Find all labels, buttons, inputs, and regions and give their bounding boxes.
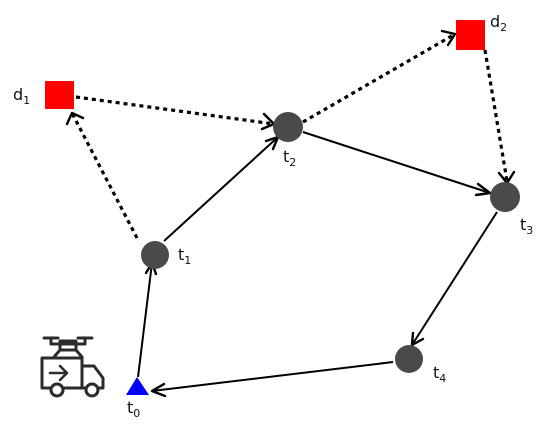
arrowhead-t4-t0: [150, 382, 167, 398]
arrowhead-t2-d2: [440, 29, 457, 47]
node-t2: [273, 112, 303, 142]
label-t1: t1: [178, 245, 191, 267]
node-d1: [45, 81, 74, 109]
label-d2: d2: [490, 12, 507, 34]
arrowhead-d1-t2: [260, 112, 276, 131]
node-d2: [456, 20, 485, 50]
drone-icon: [42, 336, 94, 359]
label-t0: t0: [127, 398, 140, 420]
node-t0: [126, 377, 149, 395]
edge-d1-t2: [75, 95, 275, 126]
edge-t3-t4: [411, 211, 498, 346]
edge-t2-t3: [302, 131, 491, 194]
node-t1: [141, 241, 169, 269]
edge-t1-t2: [163, 136, 279, 242]
label-t3: t3: [520, 215, 533, 237]
node-t4: [395, 345, 423, 373]
arrowhead-t2-t3: [474, 182, 492, 197]
node-t3: [490, 182, 520, 212]
edge-t2-d2: [302, 32, 456, 124]
edge-d2-t3: [483, 49, 509, 182]
truck-icon: [40, 356, 105, 398]
arrowhead-t3-t4: [410, 331, 425, 347]
label-t4: t4: [433, 363, 446, 385]
truck-route: [137, 131, 498, 398]
truck-with-drone-icon: [40, 336, 105, 398]
edge-t0-t1: [137, 262, 153, 378]
label-t2: t2: [283, 147, 296, 169]
arrowhead-t1-d1: [65, 111, 85, 126]
edge-t1-d1: [70, 112, 139, 239]
label-d1: d1: [13, 85, 30, 107]
edge-t4-t0: [151, 361, 394, 392]
